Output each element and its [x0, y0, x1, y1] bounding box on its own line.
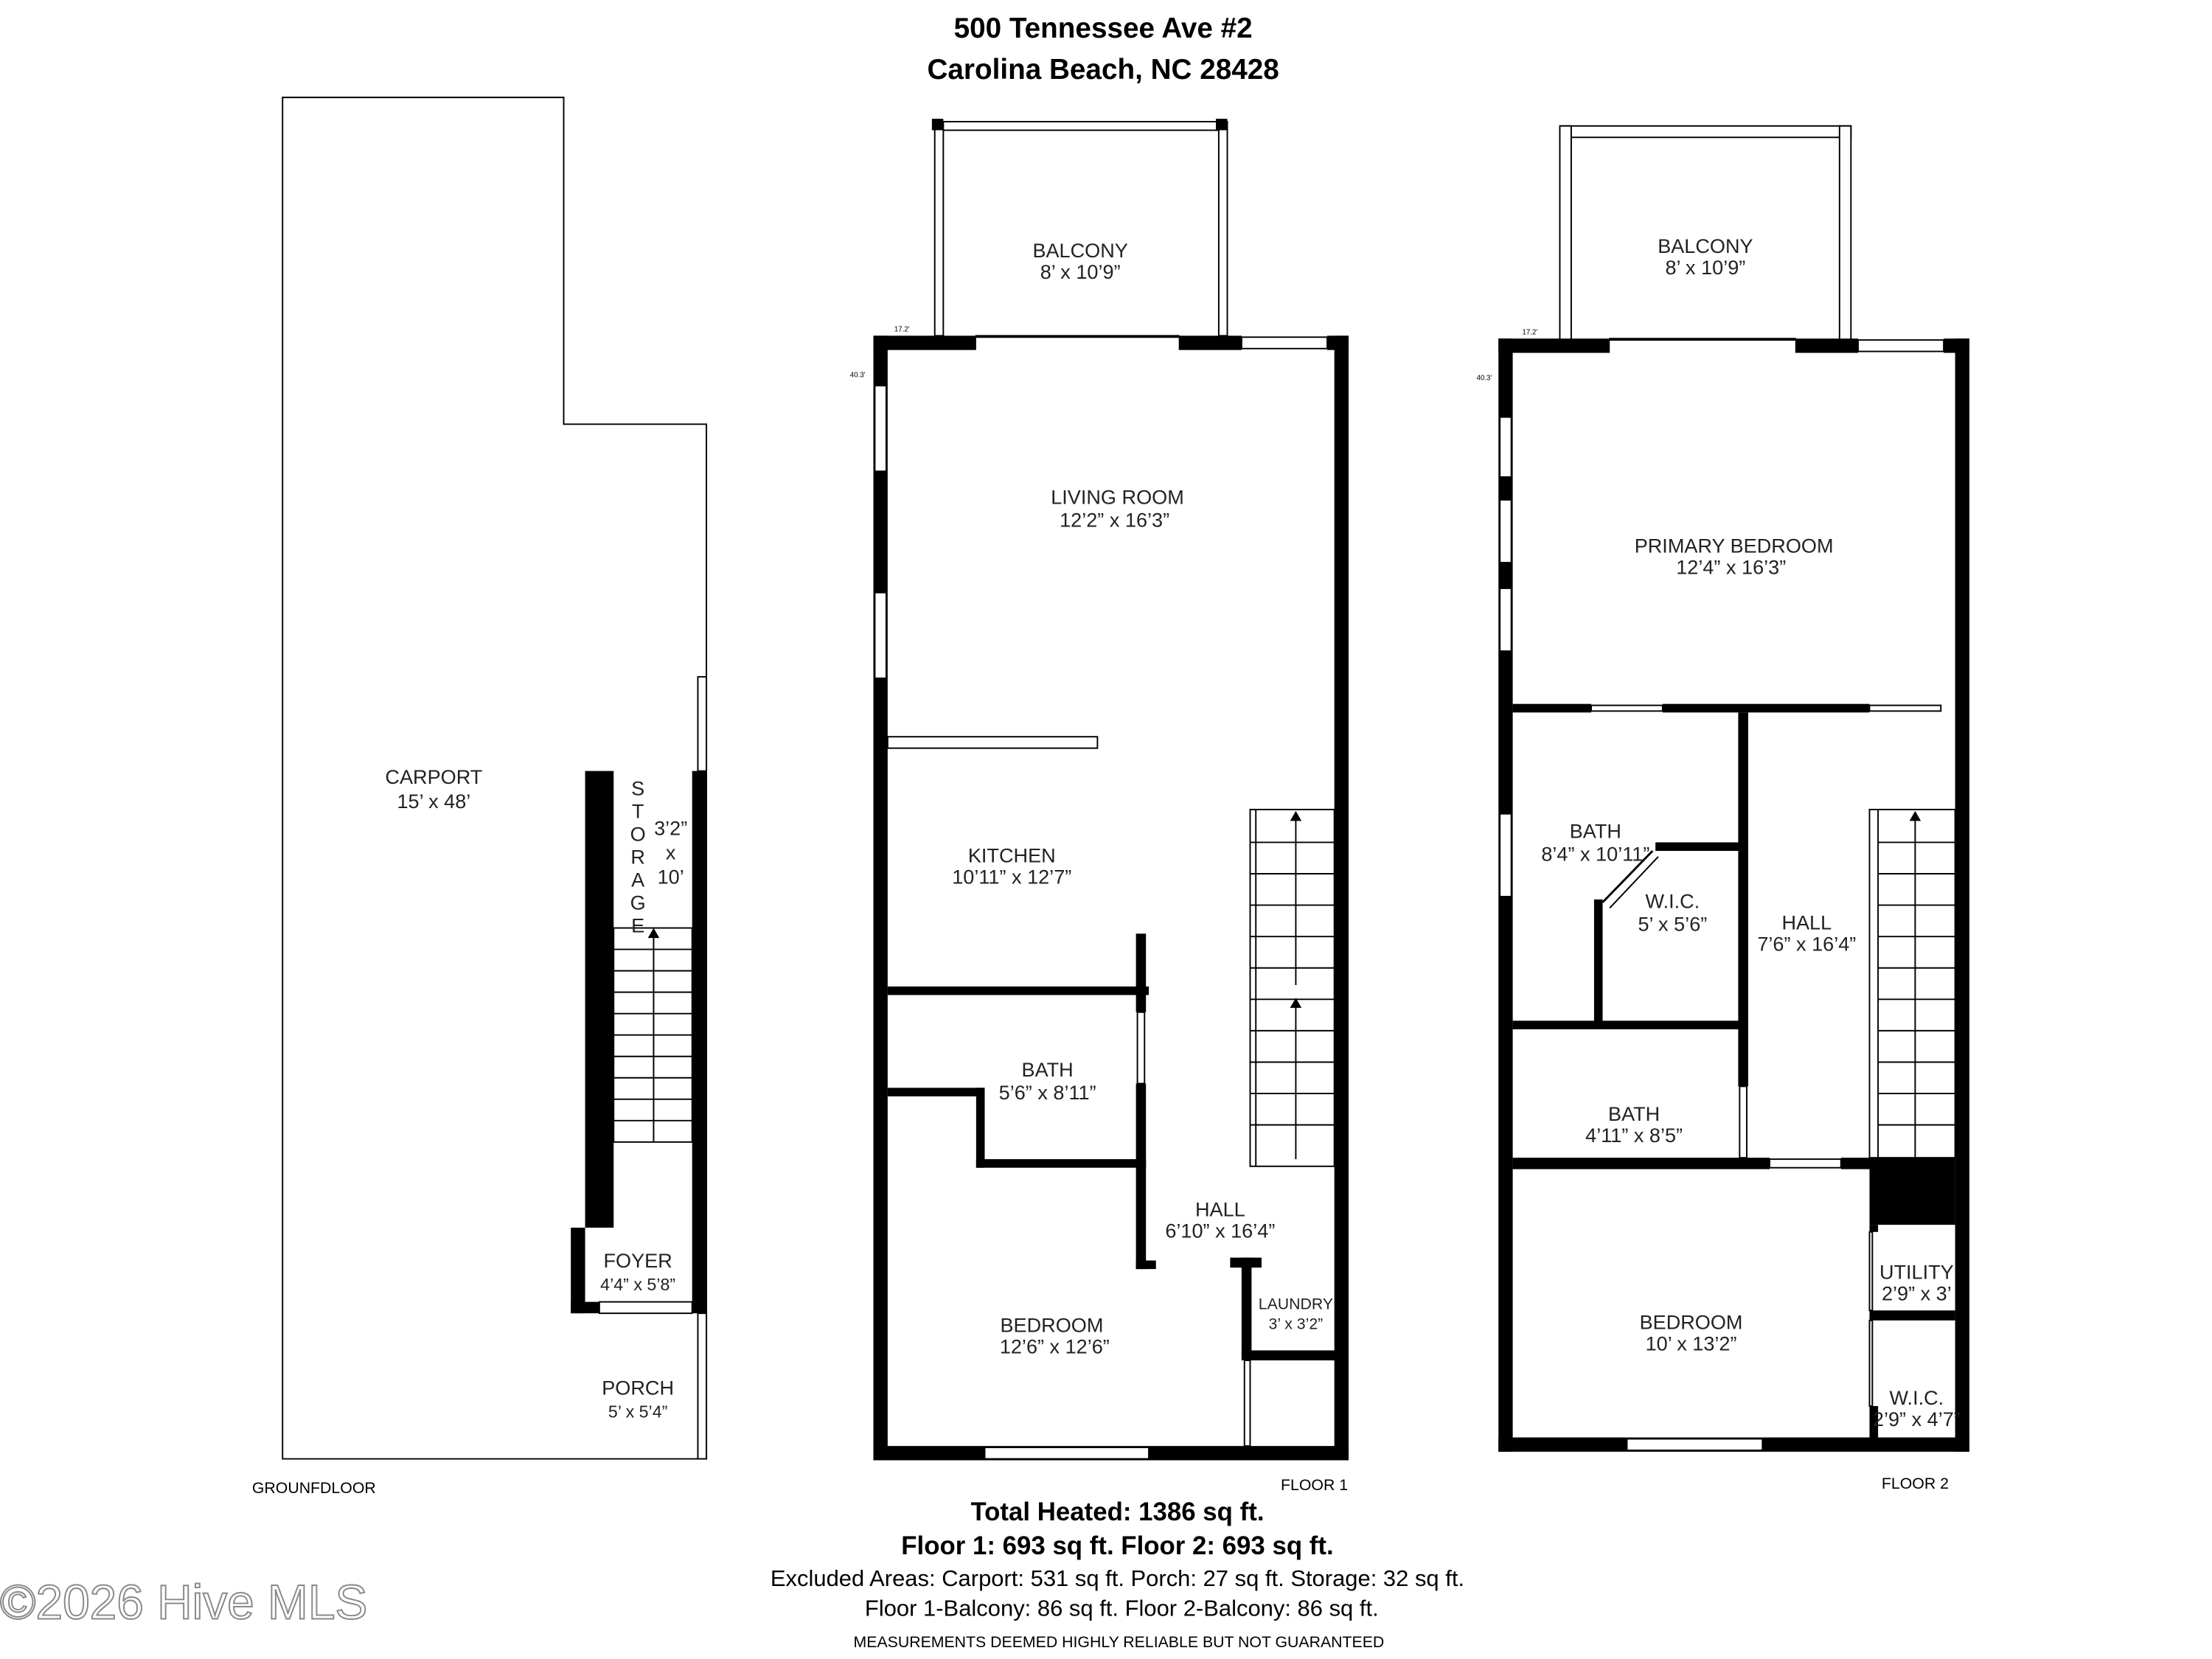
- disclaimer: MEASUREMENTS DEEMED HIGHLY RELIABLE BUT …: [854, 1633, 1385, 1651]
- stairs: [613, 927, 693, 1143]
- room-dims: 5’ x 5’4”: [608, 1402, 667, 1421]
- balcony: [931, 119, 1228, 337]
- svg-text:E: E: [631, 914, 644, 936]
- floor-1-plan: 17.2' 40.3' BALCONY 8’ x 10’9” LIVING RO…: [850, 119, 1349, 1494]
- room-dims: 6’10” x 16’4”: [1165, 1220, 1275, 1242]
- porch-rail: [697, 1312, 708, 1460]
- room-dims: 10’ x 13’2”: [1646, 1332, 1737, 1354]
- room-name: BATH: [1022, 1058, 1074, 1081]
- dimension-side: 40.3': [1477, 374, 1492, 382]
- room-dims: 2’9” x 4’7”: [1873, 1408, 1961, 1430]
- svg-text:R: R: [630, 845, 645, 868]
- room-name: FOYER: [604, 1249, 672, 1272]
- svg-text:x: x: [666, 841, 676, 864]
- room-name: UTILITY: [1879, 1261, 1954, 1284]
- room-name: PORCH: [602, 1376, 674, 1399]
- room-dims: 12’4” x 16’3”: [1676, 556, 1786, 579]
- room-name: HALL: [1195, 1198, 1245, 1221]
- room-dims: 5’6” x 8’11”: [999, 1081, 1096, 1104]
- room-name: W.I.C.: [1889, 1386, 1944, 1409]
- floor-label: GROUNFDLOOR: [252, 1479, 376, 1497]
- address-line-2: Carolina Beach, NC 28428: [927, 54, 1279, 86]
- room-name: LAUNDRY: [1259, 1295, 1333, 1312]
- floor-2-plan: 17.2' 40.3' BALCONY 8’ x 10’9” PRIMARY B…: [1477, 125, 1969, 1492]
- room-dims: 4’4” x 5’8”: [600, 1275, 675, 1294]
- room-dims: 15’ x 48’: [397, 790, 470, 813]
- dimension-top: 17.2': [1523, 328, 1538, 336]
- room-dims: 5’ x 5’6”: [1638, 912, 1707, 935]
- floor-areas: Floor 1: 693 sq ft. Floor 2: 693 sq ft.: [901, 1531, 1333, 1560]
- room-name: CARPORT: [385, 765, 482, 788]
- floor-label: FLOOR 1: [1281, 1476, 1348, 1494]
- room-dims: 8’4” x 10’11”: [1541, 843, 1649, 866]
- room-name: BATH: [1570, 820, 1621, 843]
- stairs: [1249, 808, 1335, 1167]
- room-name: BALCONY: [1032, 239, 1127, 262]
- floor-label: FLOOR 2: [1882, 1475, 1949, 1492]
- balcony: [1559, 125, 1852, 341]
- room-name: BATH: [1608, 1102, 1660, 1125]
- door-opening: [598, 1301, 693, 1315]
- svg-text:O: O: [630, 822, 646, 845]
- room-dims: 8’ x 10’9”: [1040, 260, 1121, 283]
- room-dims: 8’ x 10’9”: [1665, 256, 1745, 279]
- room-dims: 3’ x 3’2”: [1269, 1315, 1324, 1332]
- dimension-top: 17.2': [894, 326, 910, 334]
- room-dims: 10’11” x 12’7”: [952, 866, 1071, 888]
- room-name: BALCONY: [1658, 234, 1753, 257]
- wall: [585, 771, 614, 1228]
- svg-text:S: S: [631, 777, 644, 800]
- wall: [571, 1301, 599, 1314]
- svg-text:10’: 10’: [658, 866, 684, 888]
- wall: [571, 1228, 585, 1314]
- room-dims: 12’2” x 16’3”: [1060, 509, 1169, 532]
- room-name: BEDROOM: [1000, 1313, 1103, 1336]
- room-dims: 7’6” x 16’4”: [1757, 933, 1856, 956]
- svg-text:G: G: [630, 891, 646, 914]
- room-name: W.I.C.: [1646, 889, 1700, 912]
- dimension-side: 40.3': [850, 371, 866, 379]
- room-name: BEDROOM: [1640, 1310, 1743, 1333]
- room-dims: 2’9” x 3’: [1882, 1282, 1952, 1305]
- room-name: LIVING ROOM: [1051, 486, 1184, 509]
- window: [697, 675, 708, 772]
- total-heated: Total Heated: 1386 sq ft.: [970, 1498, 1264, 1526]
- storage-label: S T O R A G E 3’2” x 10’: [630, 777, 688, 937]
- carport-outline: [282, 97, 708, 1460]
- ground-floor-plan: CARPORT 15’ x 48’ FOYER 4’4” x 5’8” PORC…: [252, 97, 708, 1497]
- balcony-areas: Floor 1-Balcony: 86 sq ft. Floor 2-Balco…: [865, 1595, 1379, 1621]
- room-name: HALL: [1781, 911, 1832, 933]
- room-dims: 12’6” x 12’6”: [1000, 1335, 1110, 1357]
- address-line-1: 500 Tennessee Ave #2: [954, 13, 1253, 44]
- room-name: KITCHEN: [968, 844, 1056, 867]
- excluded-areas: Excluded Areas: Carport: 531 sq ft. Porc…: [771, 1565, 1464, 1591]
- wall: [692, 771, 707, 1314]
- room-dims: 4’11” x 8’5”: [1585, 1124, 1683, 1147]
- svg-text:T: T: [632, 800, 644, 823]
- stairs: [1868, 808, 1956, 1159]
- room-name: PRIMARY BEDROOM: [1635, 535, 1834, 557]
- watermark: ©2026 Hive MLS: [0, 1574, 367, 1629]
- svg-text:A: A: [631, 868, 645, 891]
- svg-text:3’2”: 3’2”: [654, 817, 687, 840]
